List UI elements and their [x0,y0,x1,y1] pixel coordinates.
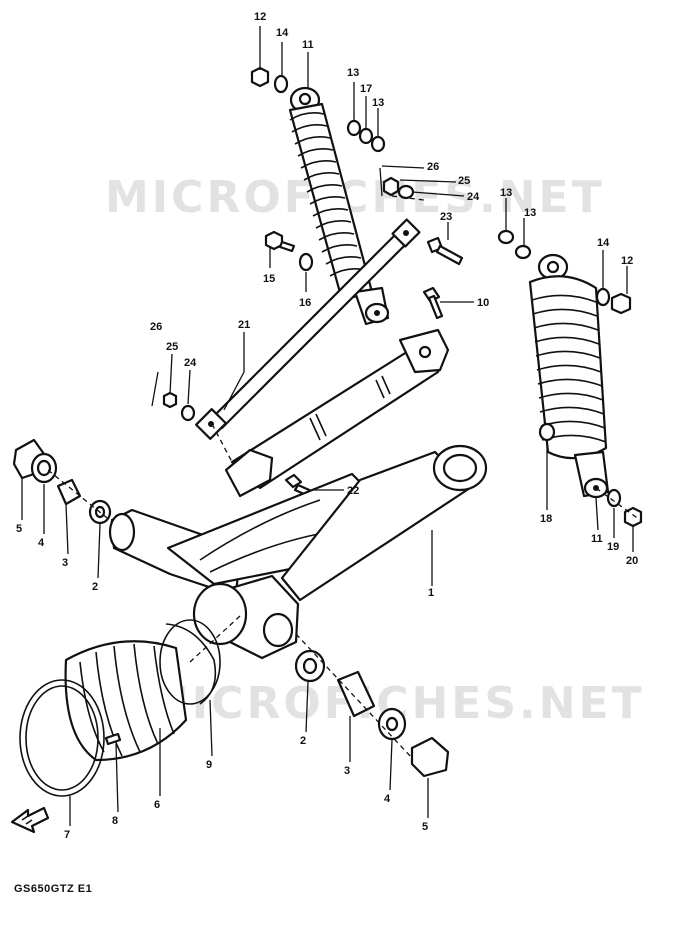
callout-24-top: 24 [467,191,480,203]
callout-19: 19 [607,541,619,553]
leader-lines [21,26,634,826]
callout-23: 23 [440,211,452,223]
callout-13-a: 13 [347,67,359,79]
callout-11-top: 11 [302,39,314,51]
right-shock-absorber [528,253,610,499]
model-code: GS650GTZ E1 [14,883,92,895]
callout-21: 21 [238,319,250,331]
assembly-lines [47,195,641,759]
callout-5-left: 5 [16,523,22,535]
callout-10: 10 [477,297,489,309]
watermark-top: MICROFICHES.NET [105,172,605,223]
callout-4-left: 4 [38,537,45,549]
callout-1: 1 [428,587,434,599]
callout-9: 9 [206,759,212,771]
callout-22: 22 [347,485,359,497]
left-shock-absorber [288,86,390,326]
callout-6: 6 [154,799,160,811]
callout-2-left: 2 [92,581,98,593]
hardware [151,66,643,528]
callout-24-left: 24 [184,357,197,369]
callout-14-top: 14 [276,27,289,39]
callout-12-top: 12 [254,11,266,23]
callout-13-b: 13 [372,97,384,109]
callout-3-left: 3 [62,557,68,569]
right-bushing-set [294,649,450,778]
front-direction-arrow-icon [10,806,50,834]
callout-14-right: 14 [597,237,610,249]
callout-12-right: 12 [621,255,633,267]
callout-25-left: 25 [166,341,178,353]
callout-16: 16 [299,297,311,309]
swing-arm [108,328,488,660]
callout-25-top: 25 [458,175,470,187]
callout-13-c: 13 [500,187,512,199]
callout-4-right: 4 [384,793,391,805]
callout-13-d: 13 [524,207,536,219]
callout-11-right: 11 [591,533,603,545]
callout-8: 8 [112,815,118,827]
callout-5-right: 5 [422,821,428,833]
callout-labels: 12 14 11 13 17 13 26 25 24 23 13 13 15 1… [16,11,638,841]
callout-15: 15 [263,273,275,285]
callout-2-right: 2 [300,735,306,747]
callout-18: 18 [540,513,552,525]
callout-26-top: 26 [427,161,439,173]
callout-7: 7 [64,829,70,841]
callout-20: 20 [626,555,638,567]
callout-3-right: 3 [344,765,350,777]
callout-17: 17 [360,83,372,95]
torque-rod [195,218,421,440]
boot-and-clamps [19,619,221,797]
callout-26-left: 26 [150,321,162,333]
